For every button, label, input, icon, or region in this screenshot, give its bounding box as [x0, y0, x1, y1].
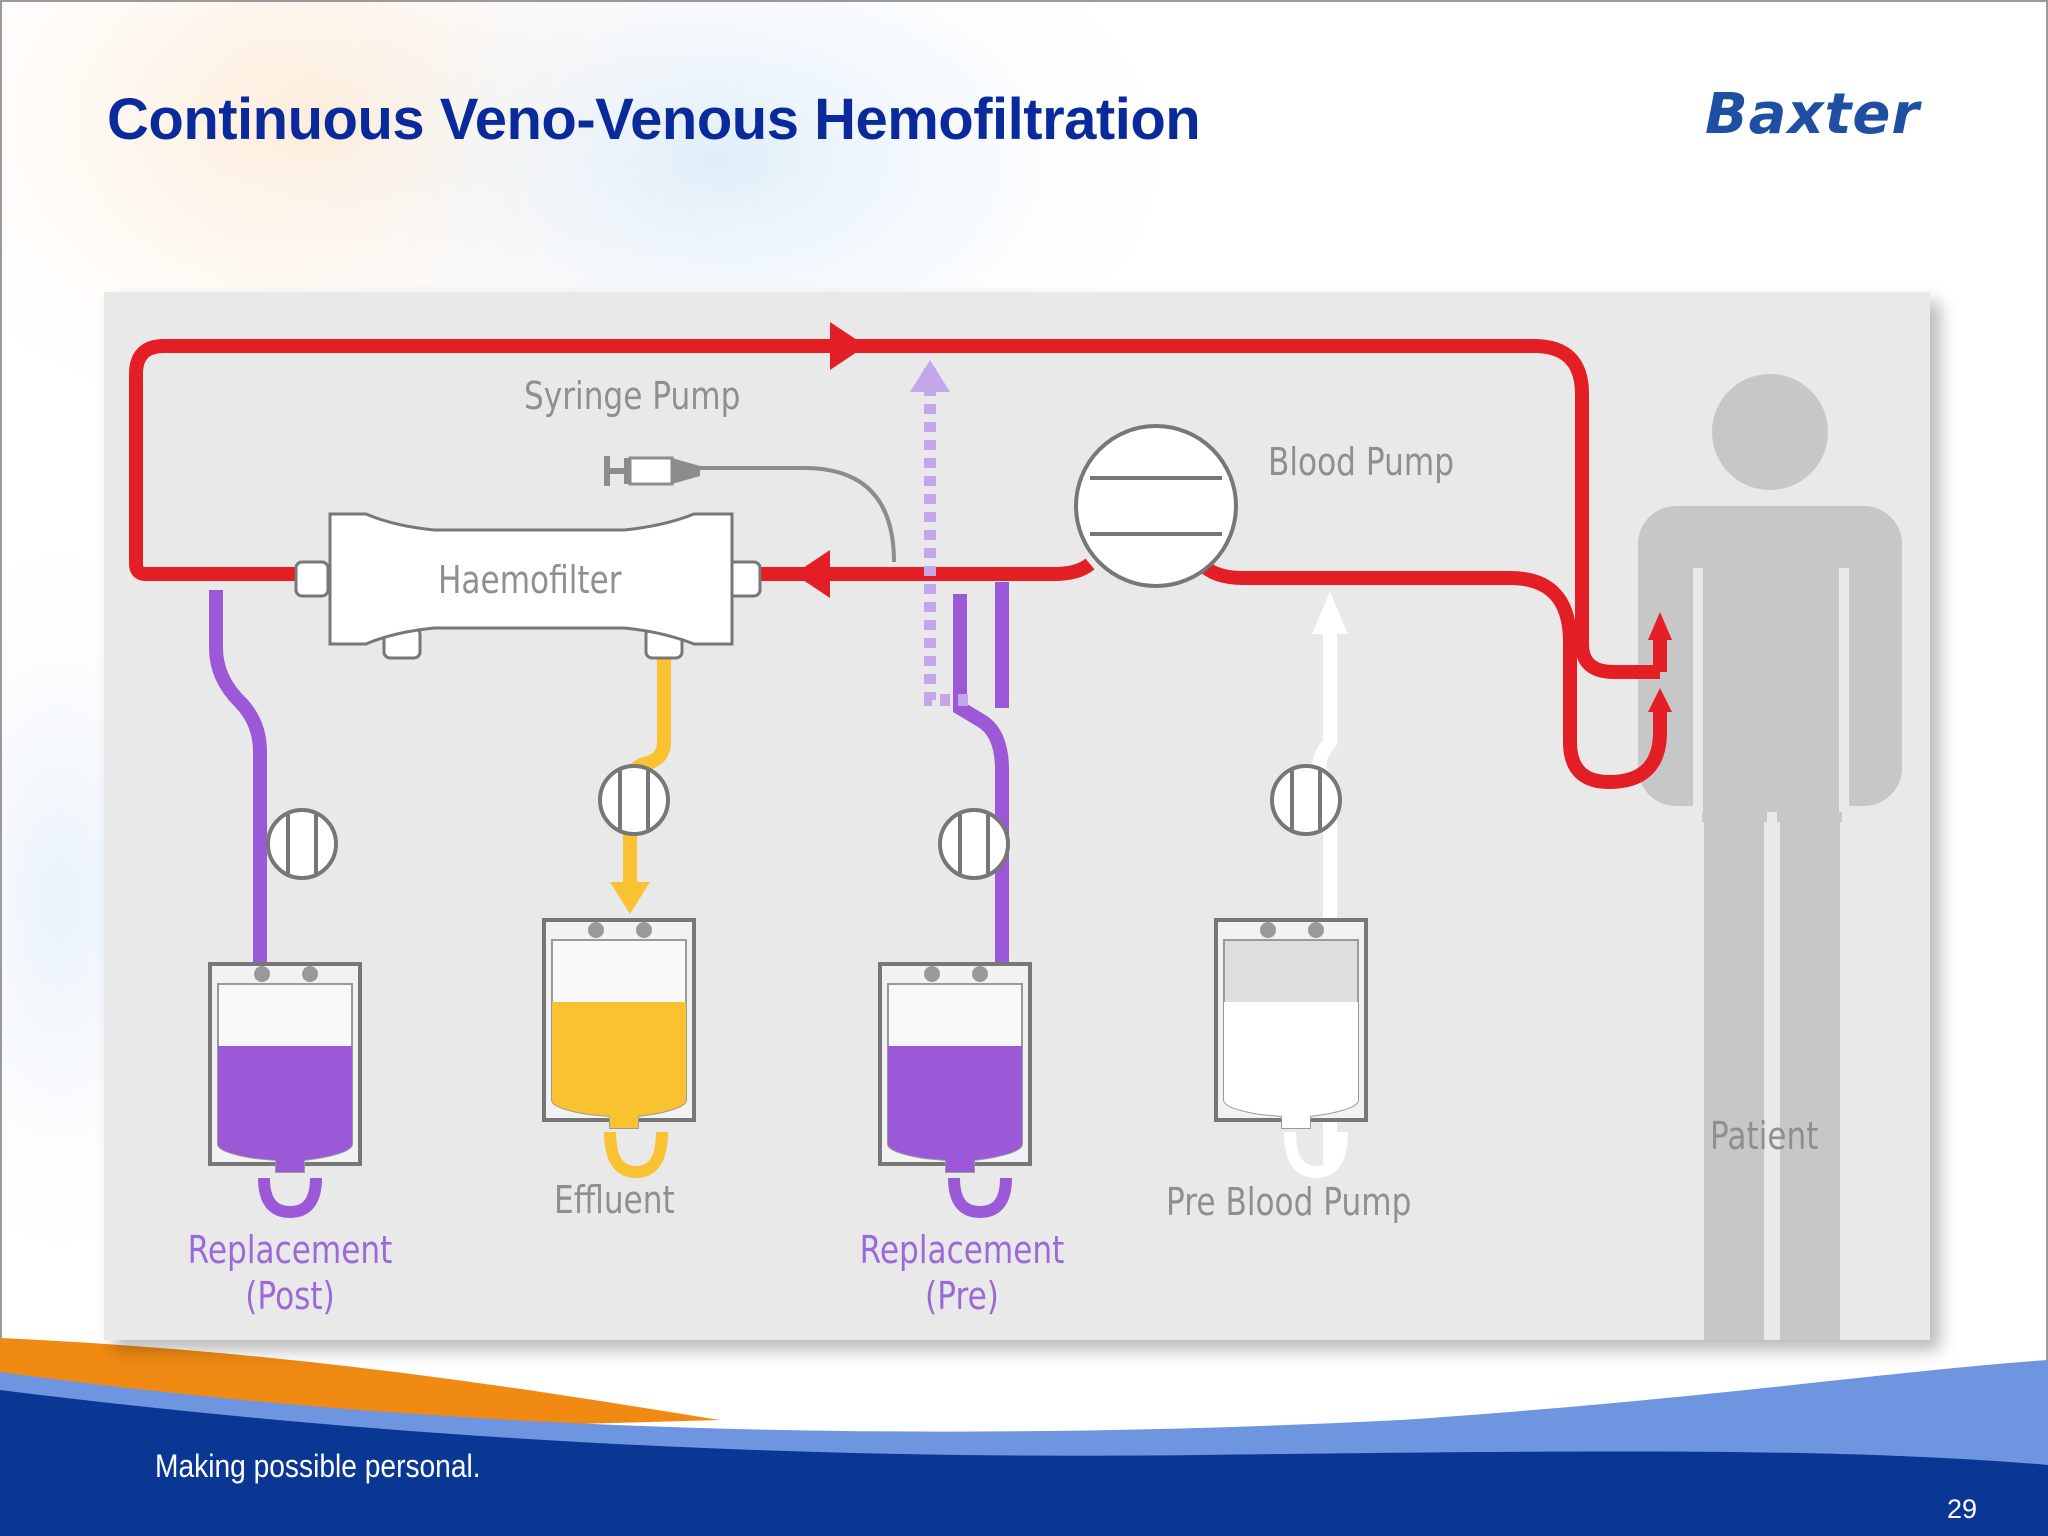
replacement-post-label-line1: Replacement: [187, 1228, 393, 1272]
patient-label: Patient: [1710, 1114, 1819, 1158]
syringe-line: [694, 466, 896, 563]
effluent-label: Effluent: [554, 1178, 675, 1222]
replacement-pre-label: Replacement (Pre): [855, 1228, 1068, 1319]
replacement-pre-pump: [938, 808, 1010, 880]
replacement-post-pump: [266, 808, 338, 880]
replacement-pre-line: [953, 594, 1009, 1164]
replacement-pre-dashed: [924, 368, 968, 706]
footer-tagline: Making possible personal.: [155, 1448, 481, 1484]
flow-arrow-top: [830, 322, 866, 370]
blood-pump: [1074, 424, 1238, 588]
syringe-icon: [604, 456, 700, 486]
blood-return-line: [129, 339, 1660, 679]
replacement-pre-label-line2: (Pre): [925, 1273, 999, 1318]
pre-blood-pump-pump: [1270, 764, 1342, 836]
cvvh-diagram: Syringe Pump Blood Pump Haemofilter Effl…: [104, 292, 1930, 1340]
syringe-pump-label: Syringe Pump: [524, 374, 741, 418]
access-arrow-head: [1648, 688, 1672, 712]
replacement-pre-label-line1: Replacement: [859, 1228, 1065, 1272]
pump-to-filter-line: [742, 558, 1095, 581]
effluent-arrow: [610, 882, 650, 914]
replacement-pre-bag: [878, 962, 1032, 1219]
pre-blood-pump-arrow: [1312, 592, 1348, 634]
slide-title: Continuous Veno-Venous Hemofiltration: [107, 87, 1201, 152]
haemofilter-label: Haemofilter: [438, 558, 622, 602]
blood-access-line: [1196, 559, 1667, 790]
replacement-post-label-line2: (Post): [245, 1273, 335, 1318]
pre-blood-pump-label: Pre Blood Pump: [1166, 1180, 1412, 1224]
pre-blood-pump-bag: [1214, 918, 1368, 1179]
page-number: 29: [1947, 1494, 1978, 1524]
effluent-pump: [598, 764, 670, 836]
replacement-post-label: Replacement (Post): [183, 1228, 396, 1319]
replacement-post-line: [209, 590, 267, 1164]
pre-dilution-arrow: [910, 360, 950, 392]
effluent-bag: [542, 918, 696, 1179]
flow-arrow-left: [794, 550, 830, 598]
haemofilter: [294, 512, 762, 660]
blood-pump-label: Blood Pump: [1268, 440, 1454, 484]
brand-logo: Baxter: [1705, 82, 1920, 147]
patient-figure: [1638, 374, 1902, 1340]
replacement-post-bag: [208, 962, 362, 1219]
